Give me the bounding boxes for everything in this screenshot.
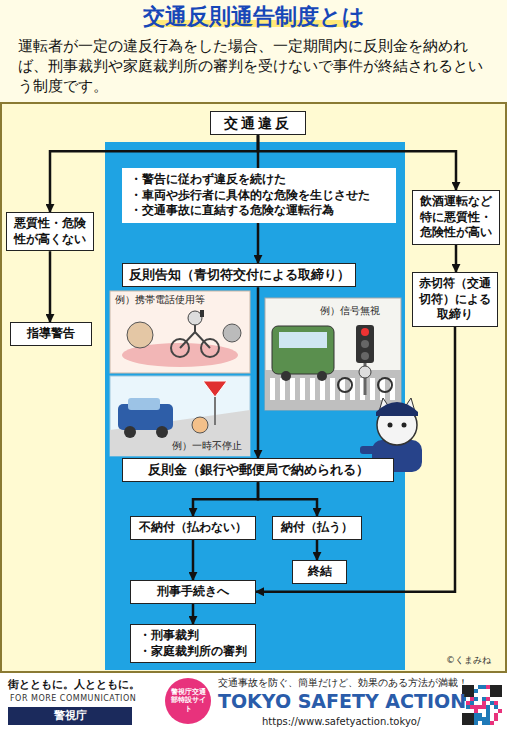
title: 交通反則通告制度とは bbox=[0, 2, 507, 32]
process-box: 納付（払う） bbox=[272, 516, 362, 540]
node-text: 赤切符（交通切符）による取締り bbox=[417, 276, 493, 323]
label: ©くまみね bbox=[446, 655, 491, 666]
flow-arrow bbox=[49, 251, 52, 322]
node-text: 納付（払う） bbox=[277, 520, 357, 536]
process-box: 不納付（払わない） bbox=[130, 516, 256, 540]
node-text: 終結 bbox=[297, 564, 342, 580]
label: 街とともに。人とともに。 bbox=[8, 678, 140, 692]
signal-illustration bbox=[265, 298, 401, 410]
flow-arrow bbox=[257, 287, 260, 458]
node-text: ・車両や歩行者に具体的な危険を生じさせた bbox=[130, 188, 388, 204]
node-text: 不納付（払わない） bbox=[135, 520, 251, 536]
process-box: 交通違反 bbox=[210, 111, 306, 135]
process-box: 反則告知（青切符交付による取締り） bbox=[122, 263, 356, 287]
qr-code bbox=[462, 685, 502, 725]
label: FOR MORE COMMUNICATION bbox=[10, 694, 136, 704]
node-text: ・交通事故に直結する危険な運転行為 bbox=[130, 203, 388, 219]
node-text: ・家庭裁判所の審判 bbox=[139, 644, 247, 660]
flow-arrow bbox=[192, 540, 195, 580]
process-box: 飲酒運転など特に悪質性・危険性が高い bbox=[412, 190, 500, 245]
node-text: 指導警告 bbox=[15, 326, 87, 342]
process-box: 終結 bbox=[292, 560, 347, 584]
node-text: ・刑事裁判 bbox=[139, 628, 247, 644]
process-box: 刑事手続きへ bbox=[130, 580, 256, 604]
label: 例）信号無視 bbox=[318, 305, 382, 318]
header-ground bbox=[0, 0, 507, 102]
label: 警視庁交通部特設サイト bbox=[168, 688, 208, 713]
flow-arrow bbox=[192, 604, 195, 624]
node-text: 悪質性・危険性が高くない bbox=[11, 216, 89, 247]
label: 警視庁 bbox=[8, 707, 132, 725]
flow-arrow bbox=[455, 245, 458, 272]
node-text: 飲酒運転など特に悪質性・危険性が高い bbox=[417, 194, 495, 241]
process-box: 悪質性・危険性が高くない bbox=[6, 212, 94, 251]
process-box: 指導警告 bbox=[10, 322, 92, 346]
label: TOKYO SAFETY ACTION bbox=[218, 690, 466, 714]
flow-arrow bbox=[316, 540, 319, 560]
node-text: 反則告知（青切符交付による取締り） bbox=[127, 267, 351, 283]
flow-arrow bbox=[257, 223, 260, 263]
caption: 運転者が一定の違反行為をした場合、一定期間内に反則金を納めれば、刑事裁判や家庭裁… bbox=[18, 36, 492, 96]
node-text: ・警告に従わず違反を続けた bbox=[130, 172, 388, 188]
process-box: 赤切符（交通切符）による取締り bbox=[412, 272, 498, 327]
node-text: 交通違反 bbox=[213, 114, 303, 132]
criteria-box: ・警告に従わず違反を続けた・車両や歩行者に具体的な危険を生じさせた・交通事故に直… bbox=[122, 168, 396, 223]
process-box: 反則金（銀行や郵便局で納められる） bbox=[122, 458, 394, 482]
process-box: ・刑事裁判・家庭裁判所の審判 bbox=[130, 624, 256, 663]
label: 例）一時不停止 bbox=[170, 440, 244, 453]
label: https://www.safetyaction.tokyo/ bbox=[262, 716, 420, 729]
flow-arrow bbox=[258, 482, 317, 516]
node-text: 反則金（銀行や郵便局で納められる） bbox=[127, 462, 389, 478]
site-badge bbox=[165, 678, 211, 724]
node-text: 刑事手続きへ bbox=[135, 584, 251, 600]
stop-illustration bbox=[110, 376, 250, 456]
label: 例）携帯電話使用等 bbox=[113, 294, 207, 307]
flow-arrow bbox=[193, 482, 258, 516]
phone-illustration bbox=[110, 291, 250, 373]
diagram-frame bbox=[1, 103, 506, 672]
label: 交通事故を防ぐ、簡単だけど、効果のある方法が満載！ bbox=[218, 677, 468, 689]
